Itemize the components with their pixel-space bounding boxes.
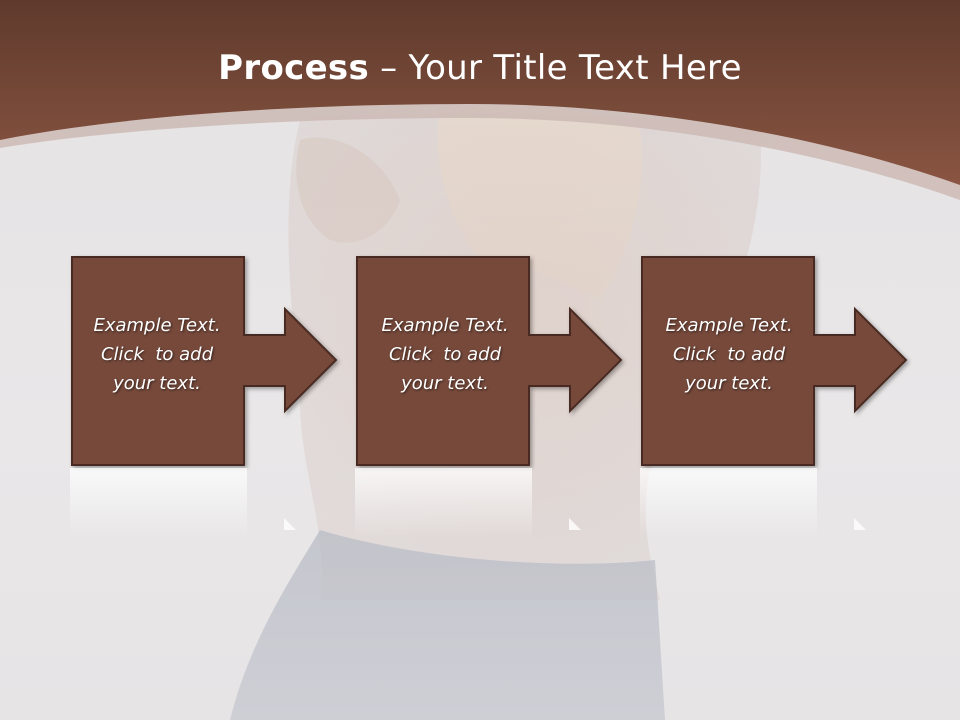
slide-title[interactable]: Process – Your Title Text Here (0, 48, 960, 88)
step-3-reflection (640, 468, 817, 538)
step-1-line-2: Click to add (100, 344, 213, 365)
step-2-line-1: Example Text. (381, 315, 509, 336)
process-step-1[interactable] (70, 256, 338, 538)
step-1-text[interactable]: Example Text. Click to add your text. (72, 311, 242, 398)
step-3-text[interactable]: Example Text. Click to add your text. (644, 311, 814, 398)
step-1-line-3: your text. (113, 373, 201, 394)
step-3-box (641, 256, 908, 466)
header-band (0, 0, 960, 200)
step-2-box (356, 256, 623, 466)
step-3-line-2: Click to add (672, 344, 785, 365)
title-bold: Process (218, 48, 370, 88)
step-1-reflection (70, 468, 247, 538)
step-1-line-1: Example Text. (93, 315, 221, 336)
step-2-reflection (355, 468, 532, 538)
step-2-line-2: Click to add (388, 344, 501, 365)
step-1-box (71, 256, 338, 466)
step-3-line-3: your text. (685, 373, 773, 394)
step-1-arrow-reflection (284, 518, 296, 530)
process-step-2[interactable] (355, 256, 623, 538)
step-3-arrow-reflection (854, 518, 866, 530)
step-2-text[interactable]: Example Text. Click to add your text. (360, 311, 530, 398)
process-step-3[interactable] (640, 256, 908, 538)
step-2-line-3: your text. (401, 373, 489, 394)
title-rest: – Your Title Text Here (369, 48, 742, 88)
step-2-arrow-reflection (569, 518, 581, 530)
step-3-line-1: Example Text. (665, 315, 793, 336)
